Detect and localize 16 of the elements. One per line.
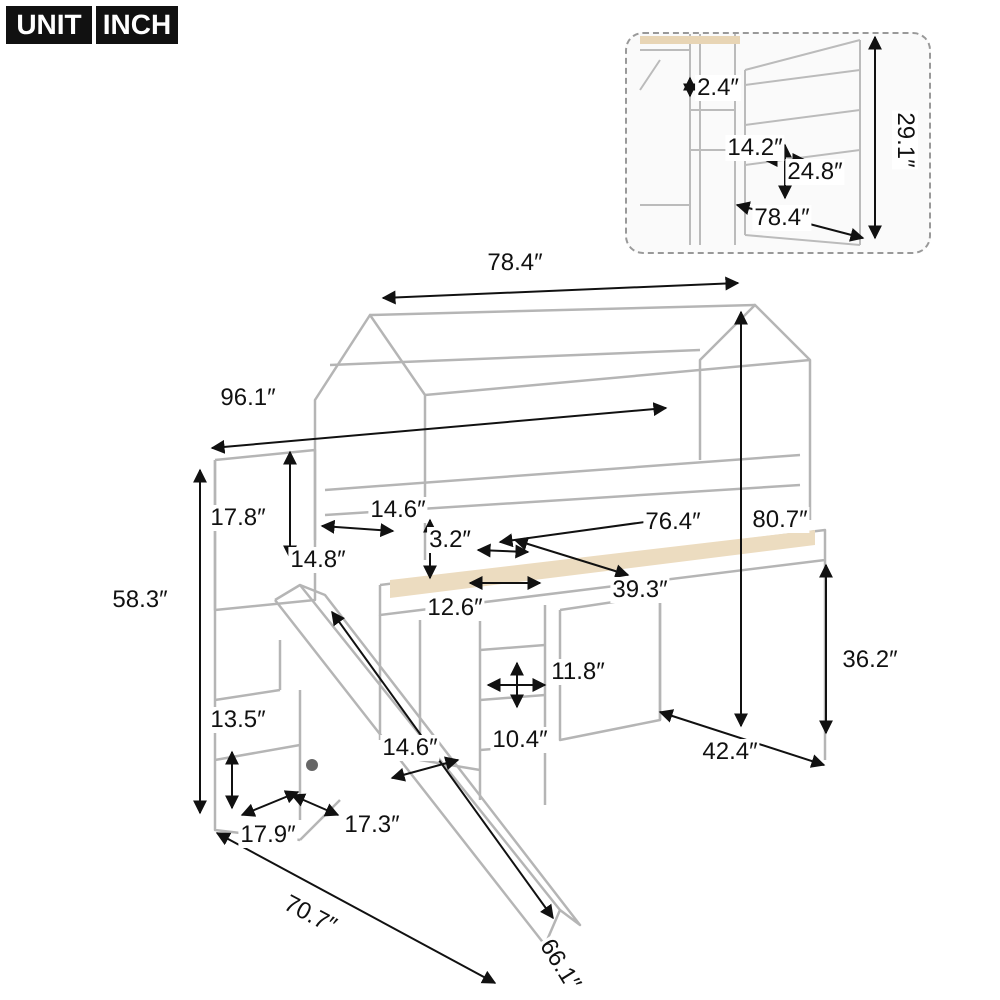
dimension-label: 3.2″ [427, 527, 473, 553]
dimension-label: 17.9″ [238, 822, 298, 848]
dimension-label: 12.6″ [425, 595, 485, 621]
dimension-label: 10.4″ [490, 727, 550, 753]
dimension-label: 14.8″ [288, 547, 348, 573]
dimension-label: 14.6″ [380, 735, 440, 761]
unit-label: INCH [96, 6, 178, 44]
unit-label: UNIT [6, 6, 92, 44]
dimension-label: 39.3″ [610, 577, 670, 603]
dimension-label: 14.2″ [725, 135, 785, 161]
dimension-label: 80.7″ [750, 507, 810, 533]
dimension-label: 29.1″ [892, 110, 918, 170]
dimension-label: 78.4″ [752, 205, 812, 231]
dimension-label: 2.4″ [695, 75, 741, 101]
dimension-label: 14.6″ [368, 497, 428, 523]
dimension-label: 24.8″ [785, 159, 845, 185]
